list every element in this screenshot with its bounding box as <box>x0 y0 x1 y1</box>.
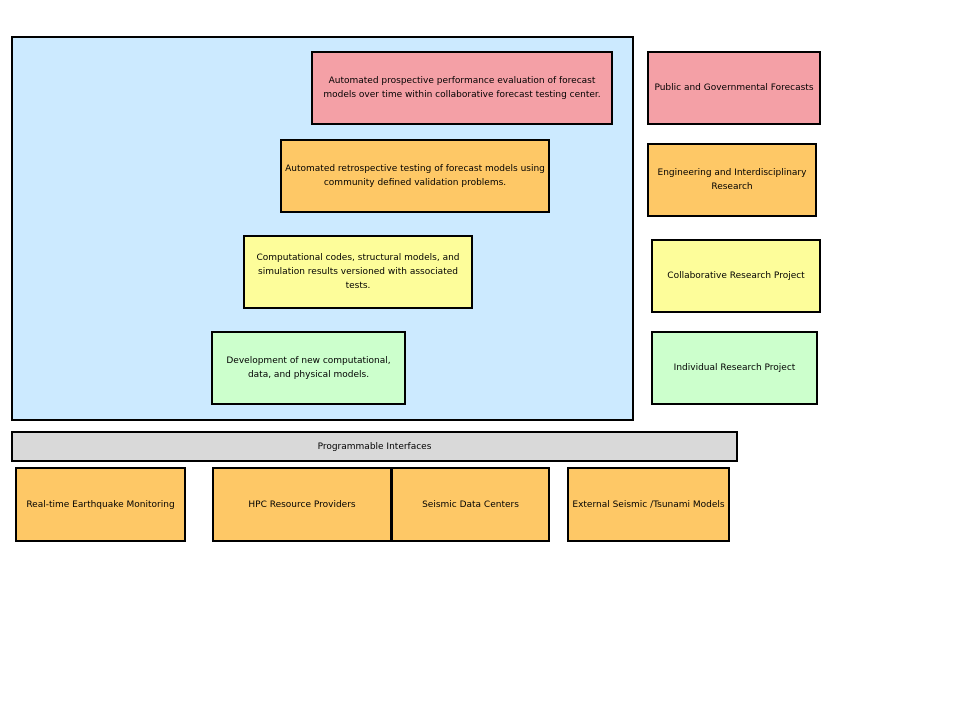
tier-retrospective-testing: Automated retrospective testing of forec… <box>280 139 550 213</box>
resource-external-models: External Seismic /Tsunami Models <box>567 467 730 542</box>
user-level-engineering-research: Engineering and Interdisciplinary Resear… <box>647 143 817 217</box>
user-level-individual-project: Individual Research Project <box>651 331 818 405</box>
user-level-public-forecasts: Public and Governmental Forecasts <box>647 51 821 125</box>
user-level-collaborative-project: Collaborative Research Project <box>651 239 821 313</box>
programmable-interfaces-bar: Programmable Interfaces <box>11 431 738 462</box>
resource-seismic-data-centers: Seismic Data Centers <box>391 467 550 542</box>
tier-versioned-codes: Computational codes, structural models, … <box>243 235 473 309</box>
tier-prospective-evaluation: Automated prospective performance evalua… <box>311 51 613 125</box>
resource-hpc-providers: HPC Resource Providers <box>212 467 392 542</box>
resource-earthquake-monitoring: Real-time Earthquake Monitoring <box>15 467 186 542</box>
tier-model-development: Development of new computational, data, … <box>211 331 406 405</box>
